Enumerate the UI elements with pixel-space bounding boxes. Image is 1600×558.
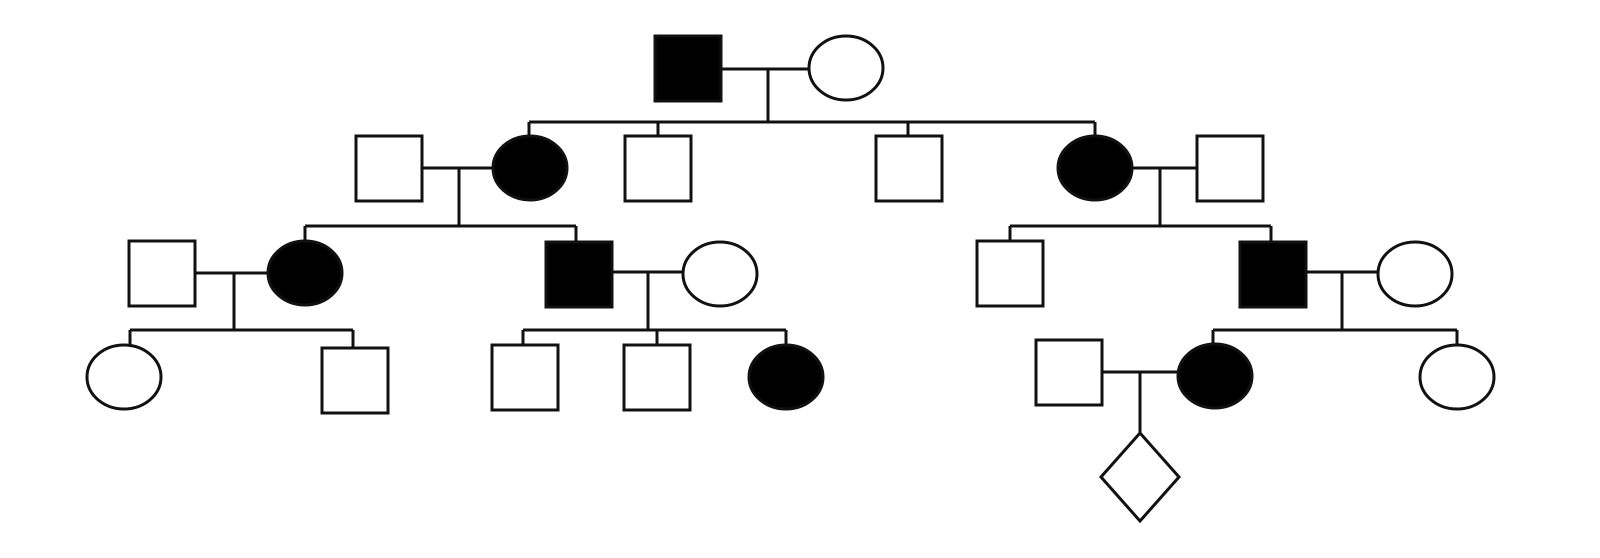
unaffected-male-individual: [1034, 338, 1104, 407]
unaffected-male-individual: [975, 239, 1045, 308]
individuals: [85, 34, 1496, 524]
unaffected-female-individual: [85, 343, 163, 411]
sibship-line: [303, 224, 578, 241]
unaffected-male-individual: [354, 134, 424, 203]
affected-female-individual: [747, 343, 825, 411]
unaffected-female-individual: [681, 240, 759, 308]
unaffected-female-individual: [1418, 343, 1496, 411]
unaffected-male-individual: [874, 134, 944, 203]
unaffected-male-individual: [127, 239, 197, 308]
unaffected-female-individual: [1376, 240, 1454, 308]
affected-male-individual: [544, 240, 614, 309]
affected-female-individual: [1056, 134, 1134, 202]
unaffected-female-individual: [807, 34, 885, 102]
affected-male-individual: [653, 34, 723, 103]
sibship-line: [128, 328, 355, 348]
unaffected-male-individual: [1195, 134, 1265, 203]
sibship-line: [521, 328, 788, 344]
sibship-line: [1008, 224, 1273, 241]
unaffected-unknown-individual: [1098, 430, 1182, 524]
unaffected-male-individual: [623, 134, 693, 203]
relationship-lines: [128, 67, 1459, 433]
sibship-line: [1211, 328, 1459, 345]
sibship-line: [527, 120, 1097, 136]
affected-male-individual: [1238, 240, 1308, 309]
affected-female-individual: [1176, 342, 1254, 410]
unaffected-male-individual: [622, 343, 692, 412]
affected-female-individual: [491, 134, 569, 202]
affected-female-individual: [266, 239, 344, 307]
unaffected-male-individual: [490, 343, 560, 412]
unaffected-male-individual: [320, 346, 390, 415]
